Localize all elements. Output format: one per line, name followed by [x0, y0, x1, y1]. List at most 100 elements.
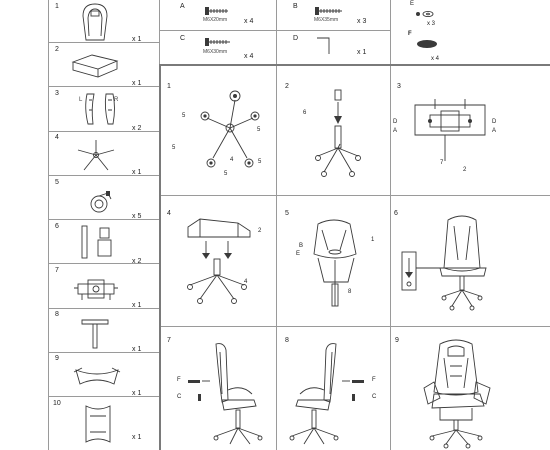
bolt-b-icon	[315, 7, 342, 15]
divider	[48, 175, 160, 176]
bolt-a-icon	[205, 7, 228, 15]
part-2-qty: x 1	[132, 80, 142, 87]
part-7-number: 7	[55, 267, 59, 274]
backrest-bracket-icon	[81, 319, 109, 349]
hardware-b-size: M6X35mm	[314, 17, 339, 23]
step-8-callout: F	[372, 377, 376, 383]
part-3-qty: x 2	[132, 125, 142, 132]
step-3-mechanism-seat-illustration	[414, 99, 486, 161]
part-1-number: 1	[55, 3, 59, 10]
step-2-callout: 6	[303, 110, 307, 116]
step-1-callout: 5	[224, 171, 228, 177]
step-1-callout: 4	[230, 157, 234, 163]
step-4-callout: 4	[244, 279, 248, 285]
divider	[390, 0, 391, 64]
hardware-b-qty: x 3	[357, 18, 367, 25]
step-7-armrest-illustration	[188, 343, 263, 445]
step-8-armrest-illustration	[289, 343, 364, 445]
part-9-qty: x 1	[132, 390, 142, 397]
step-6-attach-backrest-illustration	[401, 215, 487, 311]
step-3-callout: D	[492, 119, 497, 125]
washer-icon	[416, 10, 434, 18]
part-8-qty: x 1	[132, 346, 142, 353]
step-6-number: 6	[394, 210, 398, 217]
part-9-number: 9	[55, 355, 59, 362]
step-9-finished-chair-illustration	[423, 339, 491, 449]
hardware-a-size: M6X20mm	[203, 17, 228, 23]
divider	[161, 326, 550, 327]
hardware-c-label: C	[180, 35, 186, 42]
part-3-right-label: R	[114, 97, 119, 103]
step-7-number: 7	[167, 337, 171, 344]
divider	[48, 396, 160, 397]
divider	[48, 131, 160, 132]
step-3-callout: A	[393, 128, 398, 134]
assembly-steps-panel	[159, 64, 550, 450]
step-4-seat-to-base-illustration	[187, 218, 251, 304]
part-7-qty: x 1	[132, 302, 142, 309]
hardware-a-label: A	[180, 3, 185, 10]
divider	[276, 66, 277, 450]
hardware-d-label: D	[293, 35, 299, 42]
gas-lift-cylinder-icon	[81, 225, 112, 259]
divider	[48, 352, 160, 353]
step-5-backrest-bracket-illustration	[313, 219, 357, 307]
bolt-c-icon	[205, 38, 230, 46]
hardware-e-qty: x 3	[427, 21, 436, 27]
part-5-number: 5	[55, 179, 59, 186]
step-3-callout: 7	[440, 160, 444, 166]
part-2-number: 2	[55, 46, 59, 53]
step-1-callout: 5	[182, 113, 186, 119]
step-5-callout: 1	[371, 237, 375, 243]
hardware-a-qty: x 4	[244, 18, 254, 25]
part-3-number: 3	[55, 90, 59, 97]
divider	[48, 219, 160, 220]
step-3-callout: A	[492, 128, 497, 134]
step-9-number: 9	[395, 337, 399, 344]
seat-cushion-icon	[71, 54, 119, 78]
armrest-pair-icon	[85, 93, 115, 125]
tilt-mechanism-icon	[74, 279, 118, 300]
step-7-callout: C	[177, 394, 182, 400]
hardware-f-qty: x 4	[431, 56, 440, 62]
part-8-number: 8	[55, 311, 59, 318]
hardware-c-qty: x 4	[244, 53, 254, 60]
step-1-callout: 5	[257, 127, 261, 133]
backrest-icon	[82, 3, 108, 41]
step-1-base-casters-illustration	[200, 90, 260, 168]
step-8-number: 8	[285, 337, 289, 344]
divider	[48, 86, 160, 87]
divider	[276, 0, 277, 64]
hardware-e-label: E	[410, 1, 415, 7]
part-10-number: 10	[53, 400, 61, 407]
cap-icon	[417, 40, 437, 48]
step-4-number: 4	[167, 210, 171, 217]
step-2-gas-lift-illustration	[315, 89, 361, 177]
hardware-b-label: B	[293, 3, 298, 10]
divider	[161, 195, 550, 196]
step-3-callout: 2	[463, 167, 467, 173]
headrest-pillow-icon	[73, 367, 121, 385]
part-6-number: 6	[55, 223, 59, 230]
divider	[48, 263, 160, 264]
step-3-callout: D	[393, 119, 398, 125]
step-3-number: 3	[397, 83, 401, 90]
step-5-callout: E	[296, 251, 301, 257]
step-5-callout: B	[299, 243, 304, 249]
allen-key-icon	[317, 37, 330, 54]
step-8-callout: C	[372, 394, 377, 400]
step-1-callout: 5	[172, 145, 176, 151]
divider	[390, 66, 391, 450]
lumbar-pillow-icon	[85, 405, 111, 443]
hardware-c-size: M6X30mm	[203, 49, 228, 55]
step-1-number: 1	[167, 83, 171, 90]
caster-wheel-icon	[90, 191, 112, 213]
step-2-number: 2	[285, 83, 289, 90]
step-4-callout: 2	[258, 228, 262, 234]
part-4-qty: x 1	[132, 169, 142, 176]
divider	[48, 308, 160, 309]
hardware-d-qty: x 1	[357, 49, 367, 56]
part-10-qty: x 1	[132, 434, 142, 441]
divider	[48, 42, 160, 43]
step-5-number: 5	[285, 210, 289, 217]
